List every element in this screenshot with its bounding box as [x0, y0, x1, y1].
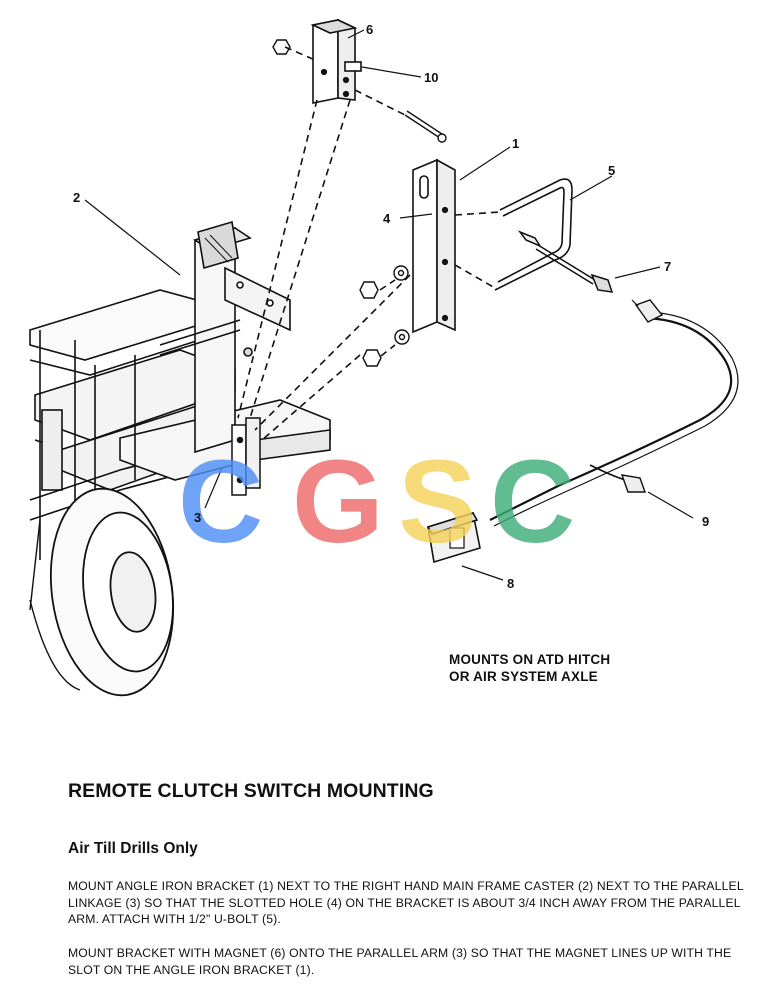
section-title: REMOTE CLUTCH SWITCH MOUNTING [68, 780, 434, 802]
callout-5: 5 [608, 163, 615, 178]
callout-4: 4 [383, 211, 391, 226]
watermark-letter-c-2: C [490, 436, 575, 568]
callout-3: 3 [194, 510, 201, 525]
small-nut [272, 39, 291, 55]
callout-8: 8 [507, 576, 514, 591]
clutch-switch-box [426, 511, 481, 564]
callout-2: 2 [73, 190, 80, 205]
watermark-letter-g: G [292, 436, 384, 568]
angle-iron-bracket [412, 158, 456, 334]
assembly-lines [237, 46, 501, 441]
callout-6: 6 [366, 22, 373, 37]
wire-harness [489, 299, 739, 527]
parallel-linkage [231, 417, 261, 496]
watermark: C G S C [178, 436, 575, 568]
sensor [517, 230, 614, 293]
long-bolt [404, 110, 447, 143]
instruction-paragraph-1: MOUNT ANGLE IRON BRACKET (1) NEXT TO THE… [68, 879, 744, 926]
mount-note-line-1: MOUNTS ON ATD HITCH [449, 652, 611, 667]
callout-10: 10 [424, 70, 438, 85]
callout-1: 1 [512, 136, 519, 151]
callout-7: 7 [664, 259, 671, 274]
caster-post [159, 220, 291, 454]
leader-lines [84, 29, 694, 581]
callout-9: 9 [702, 514, 709, 529]
mount-note-line-2: OR AIR SYSTEM AXLE [449, 669, 598, 684]
exploded-assembly-diagram: C G S C 6 10 1 5 4 7 2 3 8 9 [29, 18, 739, 697]
magnet-bracket [310, 18, 362, 104]
section-subtitle: Air Till Drills Only [68, 840, 198, 857]
watermark-letter-c: C [178, 436, 263, 568]
nuts-washers [359, 265, 410, 367]
instruction-paragraph-2: MOUNT BRACKET WITH MAGNET (6) ONTO THE P… [68, 946, 732, 977]
u-bolt [494, 178, 573, 291]
caster-wheel [29, 487, 175, 697]
mount-note: MOUNTS ON ATD HITCH OR AIR SYSTEM AXLE [449, 651, 610, 685]
watermark-letter-s: S [398, 436, 477, 568]
